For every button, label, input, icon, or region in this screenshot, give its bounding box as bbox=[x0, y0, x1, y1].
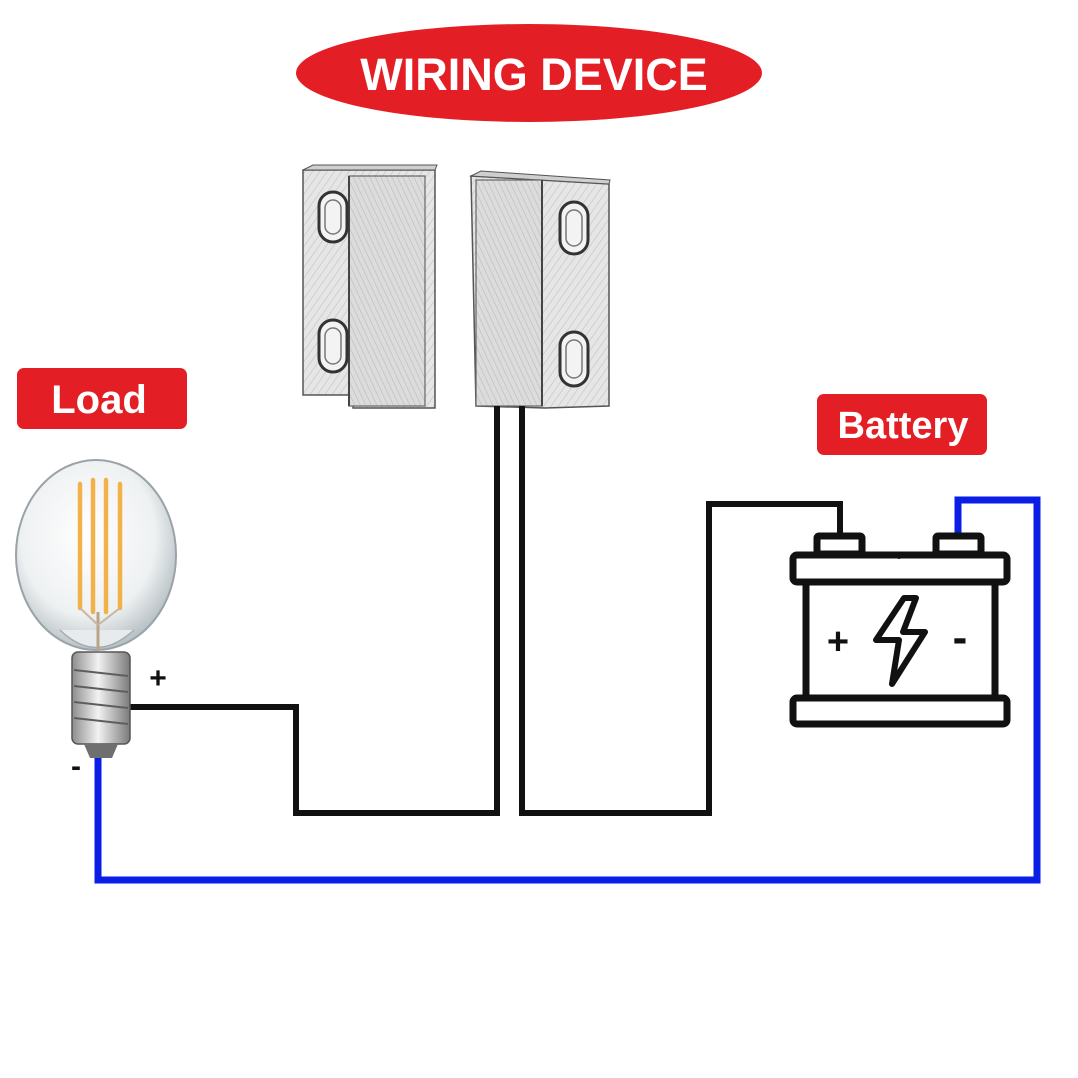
battery-negative-sign: - bbox=[953, 613, 968, 662]
load-label-text: Load bbox=[51, 378, 147, 422]
battery-label-text: Battery bbox=[838, 405, 969, 447]
bulb-filaments bbox=[77, 477, 123, 615]
bulb-screw-base bbox=[71, 651, 131, 745]
load-label: Load bbox=[17, 368, 187, 429]
reed-switch-right bbox=[469, 170, 611, 409]
lightning-bolt-icon bbox=[873, 595, 928, 687]
title-text: WIRING DEVICE bbox=[360, 49, 708, 100]
bulb-positive-sign: + bbox=[149, 662, 167, 695]
bulb-negative-sign: - bbox=[71, 750, 81, 783]
battery-icon bbox=[789, 532, 1011, 728]
wire-bulb-negative-to-battery-negative bbox=[94, 496, 1041, 884]
wire-bulb-positive-to-switch bbox=[110, 406, 500, 816]
battery-positive-sign: + bbox=[827, 621, 849, 663]
black-wires bbox=[110, 406, 843, 816]
reed-switch-left bbox=[302, 164, 438, 409]
title-badge: WIRING DEVICE bbox=[296, 24, 762, 122]
wire-switch-to-battery-positive bbox=[519, 406, 843, 816]
terminal-dot bbox=[896, 553, 902, 559]
light-bulb bbox=[15, 459, 177, 758]
battery-label: Battery bbox=[817, 394, 987, 455]
